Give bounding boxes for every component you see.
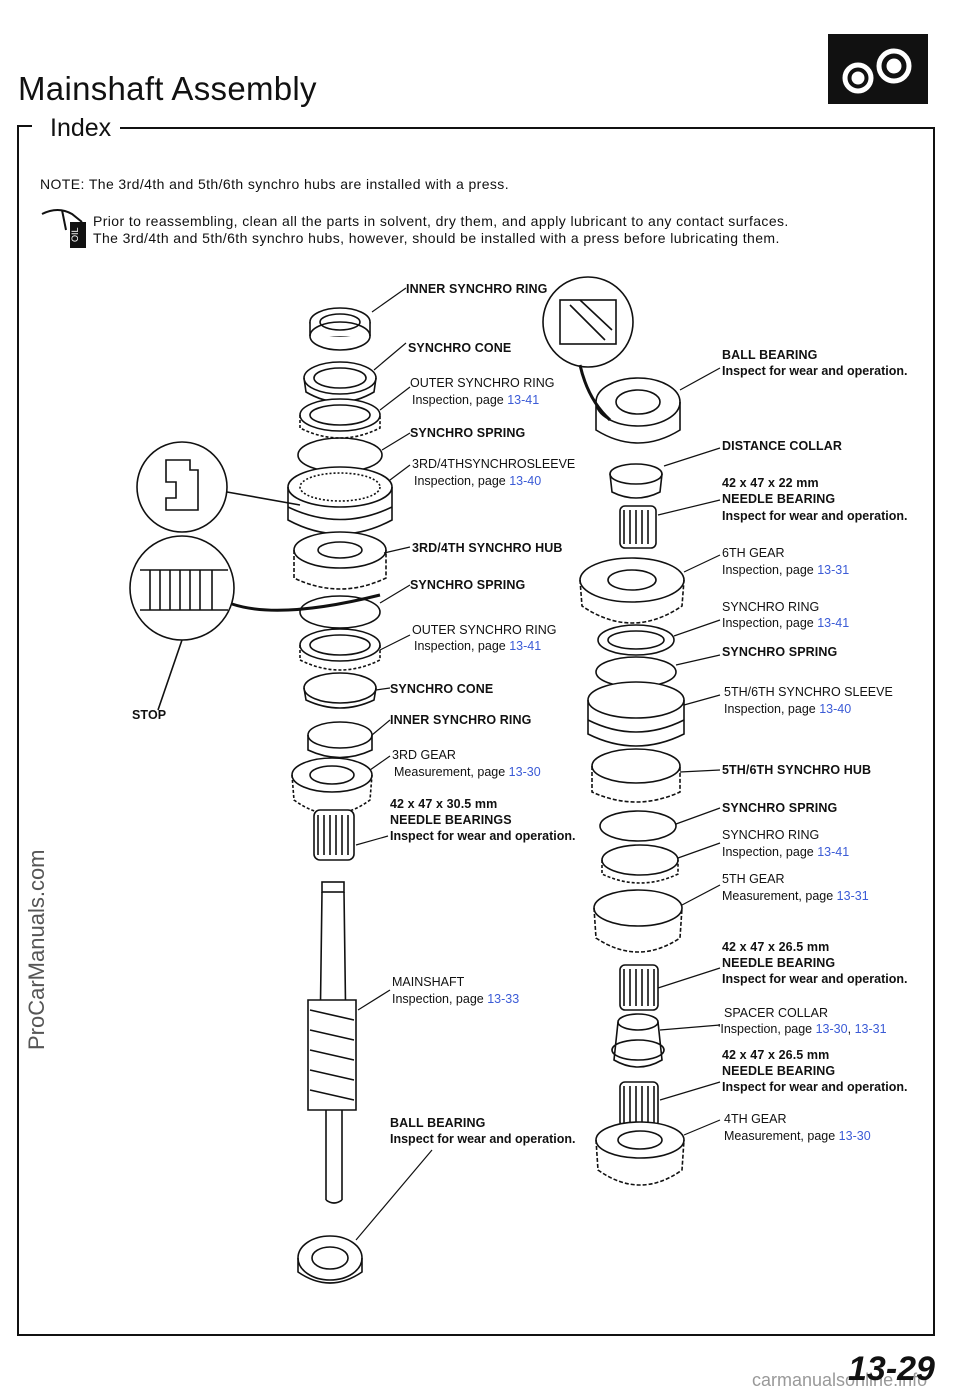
label-inner-synchro-ring-1: INNER SYNCHRO RING [406, 282, 548, 296]
label-synchro-cone-1: SYNCHRO CONE [408, 341, 512, 355]
footer-site: carmanualsonline.info [752, 1370, 928, 1390]
label-needle-26-5b-size: 42 x 47 x 26.5 mm [722, 1048, 830, 1062]
page-link[interactable]: 13-31 [817, 563, 850, 577]
label-6th-gear: 6TH GEAR [722, 546, 785, 560]
label-4th-gear-ref: Measurement, page 13-30 [724, 1129, 871, 1144]
label-synchro-spring-1: SYNCHRO SPRING [410, 426, 526, 440]
label-3rd-gear-ref: Measurement, page 13-30 [394, 765, 541, 780]
label-needle-30-5-size: 42 x 47 x 30.5 mm [390, 797, 498, 811]
label-ball-bearing-top: BALL BEARING [722, 348, 818, 362]
label-5th-gear: 5TH GEAR [722, 872, 785, 886]
label-5th-6th-sleeve-ref: Inspection, page 13-40 [724, 702, 851, 717]
label-ball-bearing-bottom: BALL BEARING [390, 1116, 486, 1130]
label-needle-26-5a-name: NEEDLE BEARING [722, 956, 836, 970]
ref-text: Inspection, page [722, 845, 814, 859]
page-link[interactable]: 13-31 [854, 1022, 887, 1036]
left-stack [287, 307, 393, 1284]
label-needle-22-size: 42 x 47 x 22 mm [722, 476, 819, 490]
label-5th-gear-ref: Measurement, page 13-31 [722, 889, 869, 904]
label-outer-synchro-ring-1: OUTER SYNCHRO RING [410, 376, 555, 390]
label-distance-collar: DISTANCE COLLAR [722, 439, 843, 453]
page-link[interactable]: 13-31 [836, 889, 869, 903]
right-stack [542, 276, 685, 1186]
page-link[interactable]: 13-40 [819, 702, 852, 716]
label-needle-30-5-insp: Inspect for wear and operation. [390, 829, 576, 843]
label-synchro-cone-2: SYNCHRO CONE [390, 682, 494, 696]
ref-text: Inspection, page [392, 992, 484, 1006]
ref-text: Measurement, page [724, 1129, 836, 1143]
label-outer-synchro-ring-2-ref: Inspection, page 13-41 [414, 639, 541, 654]
note-text: NOTE: The 3rd/4th and 5th/6th synchro hu… [40, 176, 509, 192]
label-needle-26-5a-size: 42 x 47 x 26.5 mm [722, 940, 830, 954]
label-6th-gear-ref: Inspection, page 13-31 [722, 563, 849, 578]
separator: , [847, 1022, 852, 1036]
label-synchro-ring-r2-ref: Inspection, page 13-41 [722, 845, 849, 860]
page-frame [17, 125, 935, 1336]
oil-note-line-1: Prior to reassembling, clean all the par… [93, 213, 789, 229]
label-5th-6th-hub: 5TH/6TH SYNCHRO HUB [722, 763, 872, 777]
ref-text: Inspection, page [722, 616, 814, 630]
stop-insets [129, 441, 381, 711]
label-4th-gear: 4TH GEAR [724, 1112, 787, 1126]
oil-can-icon [41, 209, 83, 231]
label-synchro-spring-r1: SYNCHRO SPRING [722, 645, 838, 659]
label-ball-bearing-bottom-insp: Inspect for wear and operation. [390, 1132, 576, 1146]
label-mainshaft-ref: Inspection, page 13-33 [392, 992, 519, 1007]
ref-text: Inspection, page [724, 702, 816, 716]
label-5th-6th-sleeve: 5TH/6TH SYNCHRO SLEEVE [724, 685, 893, 699]
label-3rd-4th-hub: 3RD/4TH SYNCHRO HUB [412, 541, 563, 555]
label-needle-26-5b-insp: Inspect for wear and operation. [722, 1080, 908, 1094]
label-inner-synchro-ring-2: INNER SYNCHRO RING [390, 713, 532, 727]
ref-text: Inspection, page [414, 474, 506, 488]
ref-text: 'Inspection, page [718, 1022, 813, 1036]
oil-badge: OIL [70, 222, 86, 248]
page-link[interactable]: 13-30 [838, 1129, 871, 1143]
label-ball-bearing-top-insp: Inspect for wear and operation. [722, 364, 908, 378]
watermark: ProCarManuals.com [24, 849, 49, 1050]
label-needle-22-insp: Inspect for wear and operation. [722, 509, 908, 523]
ref-text: Inspection, page [412, 393, 504, 407]
gears-logo-graphic [842, 48, 912, 94]
label-synchro-ring-r1-ref: Inspection, page 13-41 [722, 616, 849, 631]
page-link[interactable]: 13-30 [815, 1022, 848, 1036]
section-title: Index [44, 114, 118, 143]
label-outer-synchro-ring-2: OUTER SYNCHRO RING [412, 623, 557, 637]
gear-icon [828, 34, 928, 104]
page-link[interactable]: 13-33 [487, 992, 520, 1006]
page-link[interactable]: 13-30 [508, 765, 541, 779]
label-needle-30-5-name: NEEDLE BEARINGS [390, 813, 512, 827]
label-spacer-collar: SPACER COLLAR [724, 1006, 828, 1020]
page-title: Mainshaft Assembly [18, 70, 317, 107]
label-outer-synchro-ring-1-ref: Inspection, page 13-41 [412, 393, 539, 408]
label-3rd-gear: 3RD GEAR [392, 748, 456, 762]
label-needle-22-name: NEEDLE BEARING [722, 492, 836, 506]
page-link[interactable]: 13-41 [817, 616, 850, 630]
label-mainshaft: MAINSHAFT [392, 975, 465, 989]
label-spacer-collar-ref: 'Inspection, page 13-30, 13-31 [718, 1022, 887, 1037]
page-link[interactable]: 13-40 [509, 474, 542, 488]
page-number: 13-29 [848, 1350, 935, 1388]
oil-note-line-2: The 3rd/4th and 5th/6th synchro hubs, ho… [93, 230, 780, 246]
page-link[interactable]: 13-41 [817, 845, 850, 859]
label-synchro-ring-r2: SYNCHRO RING [722, 828, 820, 842]
label-stop: STOP [132, 708, 167, 722]
page-link[interactable]: 13-41 [507, 393, 540, 407]
label-needle-26-5a-insp: Inspect for wear and operation. [722, 972, 908, 986]
ref-text: Measurement, page [394, 765, 506, 779]
ref-text: Inspection, page [414, 639, 506, 653]
ref-text: Inspection, page [722, 563, 814, 577]
leader-lines [355, 287, 721, 1241]
label-3rd-4th-sleeve: 3RD/4THSYNCHROSLEEVE [412, 457, 576, 471]
page-link[interactable]: 13-41 [509, 639, 542, 653]
label-synchro-ring-r1: SYNCHRO RING [722, 600, 820, 614]
label-synchro-spring-r2: SYNCHRO SPRING [722, 801, 838, 815]
label-3rd-4th-sleeve-ref: Inspection, page 13-40 [414, 474, 541, 489]
ref-text: Measurement, page [722, 889, 834, 903]
label-synchro-spring-2: SYNCHRO SPRING [410, 578, 526, 592]
label-needle-26-5b-name: NEEDLE BEARING [722, 1064, 836, 1078]
